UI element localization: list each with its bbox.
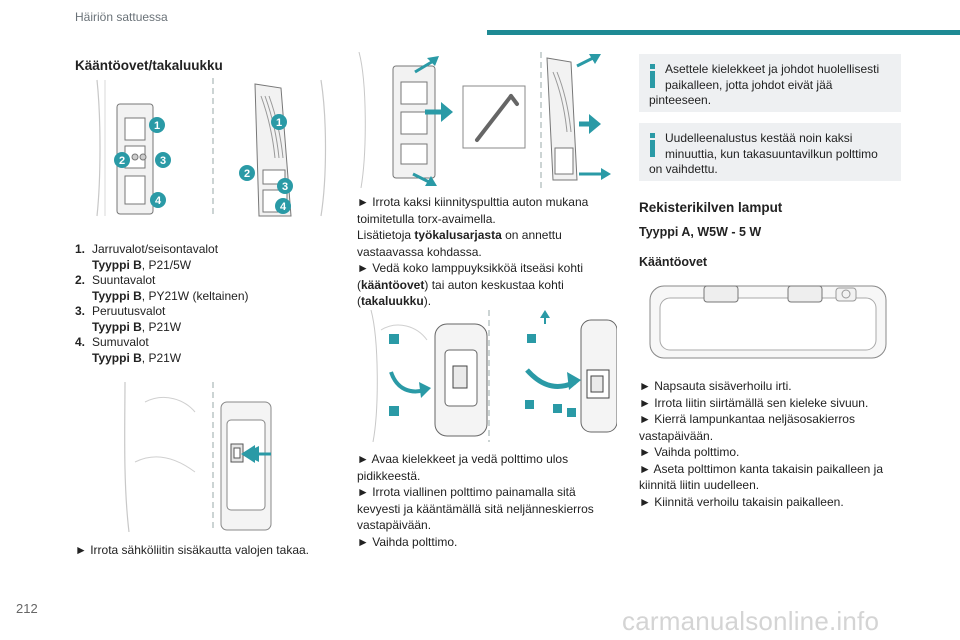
step-pull-mid: ) tai auton keskustaa kohti (	[357, 277, 564, 309]
info-box-tabs-wiring: Asettele kielekkeet ja johdot huolellise…	[639, 54, 901, 112]
lamp-bulb: , P21W	[141, 350, 182, 365]
info-text-tabs-wiring: Asettele kielekkeet ja johdot huolellise…	[649, 62, 880, 107]
section-heading-plate-lamps: Rekisterikilven lamput	[639, 200, 783, 215]
callout-1-left: 1	[154, 120, 160, 132]
lamp-list: 1. Jarruvalot/seisontavalot Tyyppi B, P2…	[75, 242, 325, 366]
lamp-number: 3.	[75, 304, 86, 318]
step-unclip-trim: ► Napsauta sisäverhoilu irti.	[639, 379, 792, 393]
lamp-type: Tyyppi B	[92, 350, 142, 365]
rear-lights-diagram: 1 2 3 4 1 2 3 4	[96, 78, 327, 218]
info-text-reinit: Uudelleenalustus kestää noin kaksi minuu…	[649, 131, 878, 176]
section-title: Häiriön sattuessa	[75, 10, 168, 24]
torx-removal-diagram	[358, 52, 611, 188]
callout-4-left: 4	[155, 195, 162, 207]
callout-4-right: 4	[280, 201, 287, 213]
bulb-holder-diagram	[370, 310, 617, 442]
lamp-number: 1.	[75, 242, 86, 256]
lamp-type: Tyyppi B	[92, 257, 142, 272]
toolkit-ref-post: on annettu vastaavassa kohdassa.	[357, 228, 562, 259]
step-refit-holder: ► Aseta polttimon kanta takaisin paikall…	[639, 461, 884, 493]
callout-3-right: 3	[282, 181, 288, 193]
lamp-bulb: , P21W	[141, 319, 182, 334]
step-disconnect: ► Irrota sähköliitin sisäkautta valojen …	[75, 543, 309, 557]
lamp-name: Sumuvalot	[92, 335, 149, 349]
lamp-number: 4.	[75, 335, 86, 349]
lamp-name: Peruutusvalot	[92, 304, 166, 318]
section-heading-doors: Kääntöovet/takaluukku	[75, 58, 223, 73]
step-pull-tailgate: takaluukku	[361, 294, 424, 308]
page-number: 212	[16, 601, 38, 616]
step-change-bulb: ► Vaihda polttimo.	[639, 445, 740, 459]
subheading-doors: Kääntöovet	[639, 255, 708, 269]
lamp-bulb: , PY21W (keltainen)	[141, 288, 249, 303]
info-icon	[649, 64, 657, 88]
step-pull-post: ).	[423, 294, 432, 308]
callout-2-right: 2	[244, 168, 250, 180]
lamp-name: Jarruvalot/seisontavalot	[92, 242, 219, 256]
lamp-item-4: 4. Sumuvalot Tyyppi B, P21W	[75, 335, 325, 366]
step-remove-bulb: ► Irrota viallinen polttimo painamalla s…	[357, 485, 594, 532]
lamp-bulb: , P21/5W	[141, 257, 192, 272]
lamp-type: Tyyppi B	[92, 319, 142, 334]
steps-bulb-change: ► Avaa kielekkeet ja vedä polttimo ulos …	[357, 451, 607, 550]
toolkit-ref-pre: Lisätietoja	[357, 228, 415, 242]
step-refit-trim: ► Kiinnitä verhoilu takaisin paikalleen.	[639, 494, 844, 509]
lamp-item-2: 2. Suuntavalot Tyyppi B, PY21W (keltaine…	[75, 273, 325, 304]
lamp-item-3: 3. Peruutusvalot Tyyppi B, P21W	[75, 304, 325, 335]
lamp-item-1: 1. Jarruvalot/seisontavalot Tyyppi B, P2…	[75, 242, 325, 273]
toolkit-ref-link: työkalusarjasta	[414, 228, 502, 242]
watermark: carmanualsonline.info	[622, 606, 880, 636]
step-turn-holder: ► Kierrä lampunkantaa neljäsosakierros v…	[639, 412, 855, 443]
step-open-tabs: ► Avaa kielekkeet ja vedä polttimo ulos …	[357, 452, 569, 483]
lamp-type: Tyyppi B	[92, 288, 142, 303]
steps-plate-lamp: ► Napsauta sisäverhoilu irti. ► Irrota l…	[639, 378, 901, 510]
callout-2-left: 2	[119, 155, 125, 167]
header-accent-bar	[487, 30, 960, 35]
step-remove-bolts-text: ► Irrota kaksi kiinnityspulttia auton mu…	[357, 195, 589, 226]
step-replace-bulb: ► Vaihda polttimo.	[357, 534, 458, 549]
step-pull-doors: kääntöovet	[361, 277, 425, 292]
info-box-reinit: Uudelleenalustus kestää noin kaksi minuu…	[639, 123, 901, 181]
info-icon	[649, 133, 657, 157]
lamp-name: Suuntavalot	[92, 273, 156, 287]
callout-3-left: 3	[160, 155, 166, 167]
plate-lamp-type: Tyyppi A, W5W - 5 W	[639, 225, 762, 239]
connector-diagram	[124, 382, 272, 532]
step-remove-bolts: ► Irrota kaksi kiinnityspulttia auton mu…	[357, 194, 607, 310]
step-disconnect-connector: ► Irrota liitin siirtämällä sen kieleke …	[639, 395, 869, 410]
step-pull-pre: ► Vedä koko lamppuyksikköä itseäsi kohti…	[357, 261, 583, 292]
callout-1-right: 1	[276, 117, 282, 129]
plate-lamp-diagram	[649, 285, 887, 359]
lamp-number: 2.	[75, 273, 86, 287]
